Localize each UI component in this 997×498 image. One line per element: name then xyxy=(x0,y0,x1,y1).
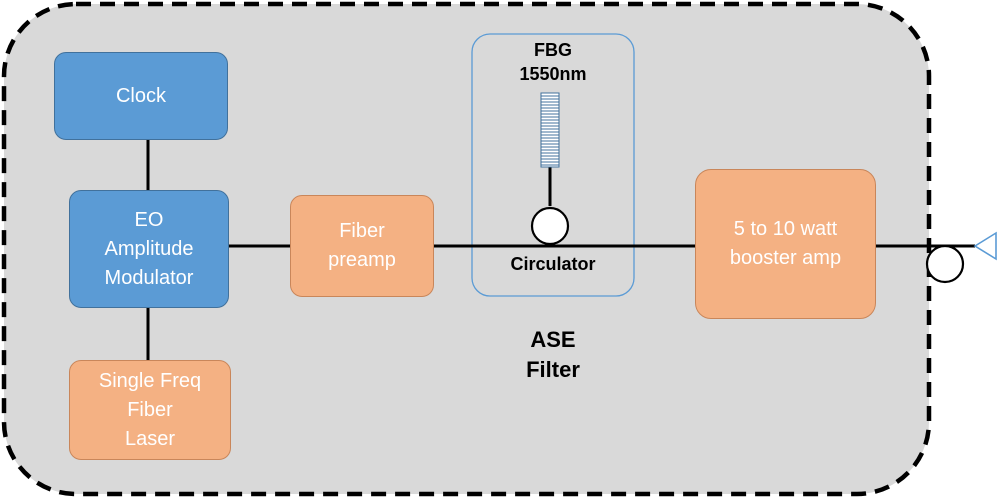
fiber-bragg-grating-icon xyxy=(540,92,560,168)
ase-filter-label: ASE Filter xyxy=(526,327,580,382)
circulator-label: Circulator xyxy=(510,254,596,274)
circulator-icon xyxy=(530,206,570,246)
fbg-label: FBG 1550nm xyxy=(519,40,587,84)
clock-box: Clock xyxy=(54,52,228,140)
output-triangle-icon xyxy=(973,231,997,261)
system-boundary xyxy=(1,1,932,497)
booster-amp-box: 5 to 10 watt booster amp xyxy=(695,169,876,319)
ase-filter-outline xyxy=(471,33,635,297)
fiber-coil-icon xyxy=(925,244,965,284)
single-freq-fiber-laser-box: Single Freq Fiber Laser xyxy=(69,360,231,460)
fiber-preamp-box: Fiber preamp xyxy=(290,195,434,297)
eo-amplitude-modulator-box: EO Amplitude Modulator xyxy=(69,190,229,308)
